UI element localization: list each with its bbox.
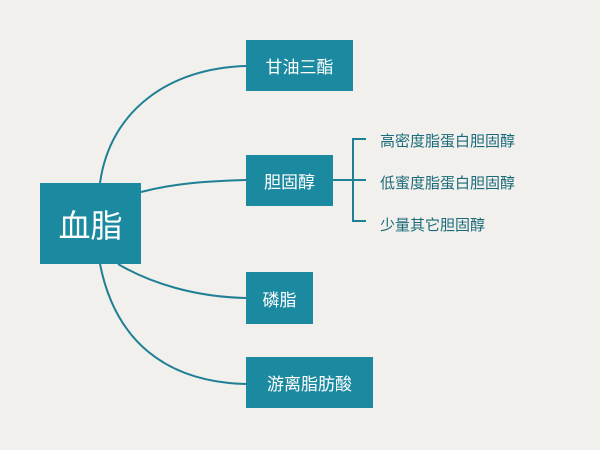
connector-root-to-cholesterol bbox=[140, 179, 247, 193]
branch-node-phospholipid: 磷脂 bbox=[246, 272, 313, 324]
branch-node-triglyceride: 甘油三酯 bbox=[246, 40, 353, 91]
branch-node-free-fatty-acid: 游离脂肪酸 bbox=[246, 357, 373, 408]
root-node-blood-lipid: 血脂 bbox=[40, 183, 141, 264]
leaf-ldl-cholesterol: 低蜜度脂蛋白胆固醇 bbox=[380, 174, 516, 192]
leaf-other-cholesterol: 少量其它胆固醇 bbox=[380, 216, 486, 234]
connector-root-to-triglyceride bbox=[99, 65, 247, 184]
leaf-hdl-cholesterol: 高密度脂蛋白胆固醇 bbox=[380, 132, 516, 150]
connector-root-to-phospholipid bbox=[117, 263, 247, 299]
connector-root-to-free-fatty-acid bbox=[99, 263, 247, 385]
branch-node-cholesterol: 胆固醇 bbox=[246, 155, 333, 206]
